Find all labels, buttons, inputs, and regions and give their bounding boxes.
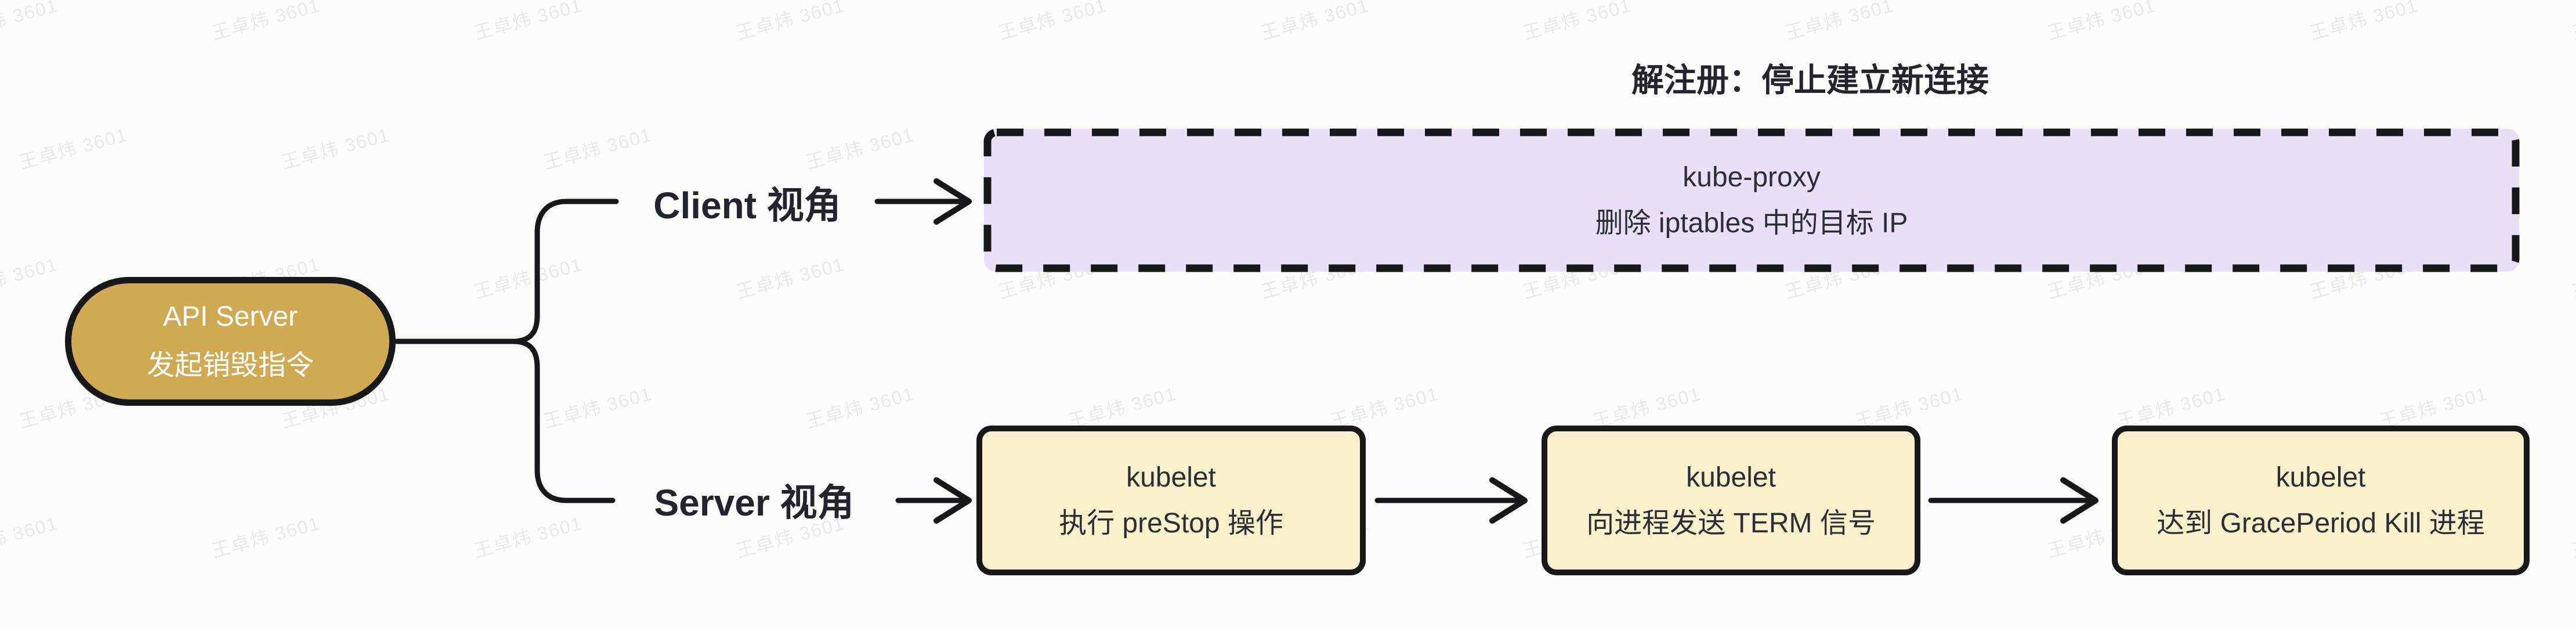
step1-step2-arrow-head-icon bbox=[1489, 477, 1528, 524]
kubelet-prestop-node-detail: 执行 preStop 操作 bbox=[1059, 508, 1283, 539]
api-server-node-subtitle: 发起销毁指令 bbox=[146, 350, 314, 381]
step2-step3-arrow-head-icon bbox=[2060, 477, 2099, 524]
client-branch-label: Client 视角 bbox=[653, 185, 841, 226]
kubelet-term-node: kubelet 向进程发送 TERM 信号 bbox=[1542, 426, 1920, 575]
kubelet-term-node-detail: 向进程发送 TERM 信号 bbox=[1586, 508, 1876, 539]
server-branch-curve bbox=[510, 338, 616, 503]
kubelet-prestop-node: kubelet 执行 preStop 操作 bbox=[976, 426, 1366, 575]
kubelet-kill-node-detail: 达到 GracePeriod Kill 进程 bbox=[2157, 508, 2485, 539]
client-arrow-head-icon bbox=[934, 178, 972, 225]
kubelet-prestop-node-title: kubelet bbox=[1126, 462, 1216, 493]
kube-proxy-node: kube-proxy 删除 iptables 中的目标 IP bbox=[984, 129, 2519, 272]
kubelet-term-node-title: kubelet bbox=[1686, 462, 1776, 493]
client-branch-curve bbox=[510, 199, 619, 344]
api-server-node-title: API Server bbox=[162, 301, 298, 332]
kube-proxy-dashed-border bbox=[983, 128, 2520, 272]
deregister-annotation: 解注册：停止建立新连接 bbox=[1631, 62, 1989, 99]
kube-proxy-node-detail: 删除 iptables 中的目标 IP bbox=[1595, 208, 1908, 239]
kubelet-kill-node-title: kubelet bbox=[2275, 462, 2366, 493]
server-branch-label: Server 视角 bbox=[654, 482, 855, 524]
kubelet-kill-node: kubelet 达到 GracePeriod Kill 进程 bbox=[2112, 426, 2530, 575]
server-arrow-head-icon bbox=[934, 477, 972, 524]
kube-proxy-node-title: kube-proxy bbox=[1683, 161, 1821, 193]
api-server-node: API Server 发起销毁指令 bbox=[65, 277, 396, 406]
